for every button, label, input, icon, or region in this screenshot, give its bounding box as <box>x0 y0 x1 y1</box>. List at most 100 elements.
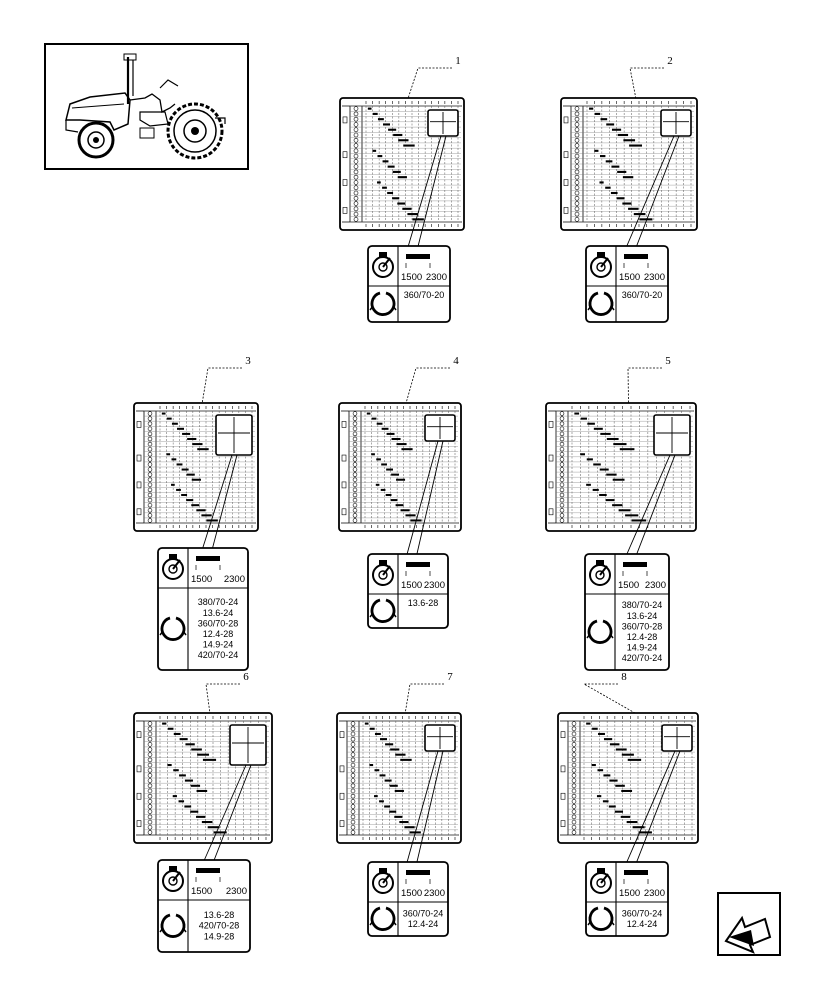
callout-leader <box>627 367 662 404</box>
callout-number: 8 <box>621 671 627 683</box>
gear-chart <box>133 712 273 844</box>
rpm-high-value: 2300 <box>224 574 245 585</box>
callout-leader <box>407 67 452 99</box>
rpm-low-value: 1500 <box>401 888 422 899</box>
gear-chart <box>336 712 462 844</box>
tyre-size: 12.4-24 <box>627 919 658 929</box>
tyre-size-list: 380/70-2413.6-24360/70-2812.4-2814.9-244… <box>198 597 239 660</box>
rpm-band <box>406 562 430 567</box>
callout-number: 3 <box>245 355 251 367</box>
tachometer-icon <box>372 560 394 586</box>
tyre-size: 12.4-24 <box>408 919 439 929</box>
callout-number: 6 <box>243 671 249 683</box>
tyre-size: 14.9-28 <box>204 931 235 941</box>
tachometer-icon <box>590 252 612 278</box>
rpm-low-value: 1500 <box>401 580 422 591</box>
callout-number: 5 <box>665 355 671 367</box>
tyre-size: 380/70-24 <box>198 597 239 607</box>
tyre-size: 420/70-24 <box>622 653 663 663</box>
tyre-size: 360/70-28 <box>198 618 239 628</box>
rpm-band <box>624 254 648 259</box>
callout-leader <box>405 367 450 404</box>
tyre-size: 360/70-24 <box>622 908 663 918</box>
tyre-icon <box>369 291 397 316</box>
callout-leader <box>629 67 664 99</box>
tyre-size-list: 13.6-28 <box>408 598 439 608</box>
tachometer-icon <box>590 868 612 894</box>
tyre-size: 360/70-20 <box>622 290 663 300</box>
tyre-icon <box>159 616 187 641</box>
gear-chart <box>339 97 465 231</box>
tachometer-icon <box>372 868 394 894</box>
rpm-low-value: 1500 <box>619 888 640 899</box>
rpm-low-value: 1500 <box>191 574 212 585</box>
gear-chart <box>560 97 698 231</box>
tyre-icon <box>369 598 397 623</box>
rpm-low-value: 1500 <box>618 580 639 591</box>
tyre-size-list: 380/70-2413.6-24360/70-2812.4-2814.9-244… <box>622 600 663 663</box>
tachometer-icon <box>589 560 611 586</box>
rpm-high-value: 2300 <box>424 580 445 591</box>
tyre-icon <box>369 906 397 931</box>
tyre-size: 12.4-28 <box>203 629 234 639</box>
tyre-size: 380/70-24 <box>622 600 663 610</box>
rpm-low-value: 1500 <box>401 272 422 283</box>
tyre-size: 13.6-28 <box>204 910 235 920</box>
callout-number: 2 <box>667 55 673 67</box>
rpm-high-value: 2300 <box>644 888 665 899</box>
tyre-size: 360/70-24 <box>403 908 444 918</box>
decal-3: 3 1500 2300 380/70-2413.6-24360/70-2812.4-2… <box>133 355 259 671</box>
gear-chart <box>545 402 697 532</box>
tachometer-icon <box>372 252 394 278</box>
tyre-icon <box>587 906 615 931</box>
tyre-size: 420/70-28 <box>199 921 240 931</box>
tyre-icon <box>586 619 614 644</box>
tyre-size-list: 360/70-20 <box>622 290 663 300</box>
callout-number: 4 <box>453 355 459 367</box>
next-page-arrow-icon[interactable] <box>717 892 781 956</box>
rpm-band <box>196 868 220 873</box>
callout-leader <box>404 683 444 714</box>
tyre-size: 13.6-24 <box>203 608 234 618</box>
rpm-band <box>406 254 430 259</box>
tyre-size-list: 360/70-20 <box>404 290 445 300</box>
tyre-size: 14.9-24 <box>203 640 234 650</box>
callout-leader <box>201 367 242 404</box>
tyre-size: 13.6-28 <box>408 598 439 608</box>
tyre-size: 420/70-24 <box>198 650 239 660</box>
rpm-band <box>623 562 647 567</box>
tyre-size: 14.9-24 <box>627 643 658 653</box>
rpm-band <box>406 870 430 875</box>
tyre-size: 360/70-28 <box>622 621 663 631</box>
callout-number: 7 <box>447 671 453 683</box>
rpm-low-value: 1500 <box>191 886 212 897</box>
tyre-size: 12.4-28 <box>627 632 658 642</box>
rpm-high-value: 2300 <box>424 888 445 899</box>
rpm-band <box>624 870 648 875</box>
callout-leader <box>205 683 240 714</box>
spec-label: 1500 2300 380/70-2413.6-24360/70-2812.4-28… <box>157 547 249 671</box>
rpm-band <box>196 556 220 561</box>
tyre-size: 13.6-24 <box>627 611 658 621</box>
tyre-icon <box>159 913 187 938</box>
tachometer-icon <box>162 866 184 892</box>
rpm-high-value: 2300 <box>644 272 665 283</box>
tyre-icon <box>587 291 615 316</box>
tractor-thumbnail-icon <box>44 43 249 170</box>
